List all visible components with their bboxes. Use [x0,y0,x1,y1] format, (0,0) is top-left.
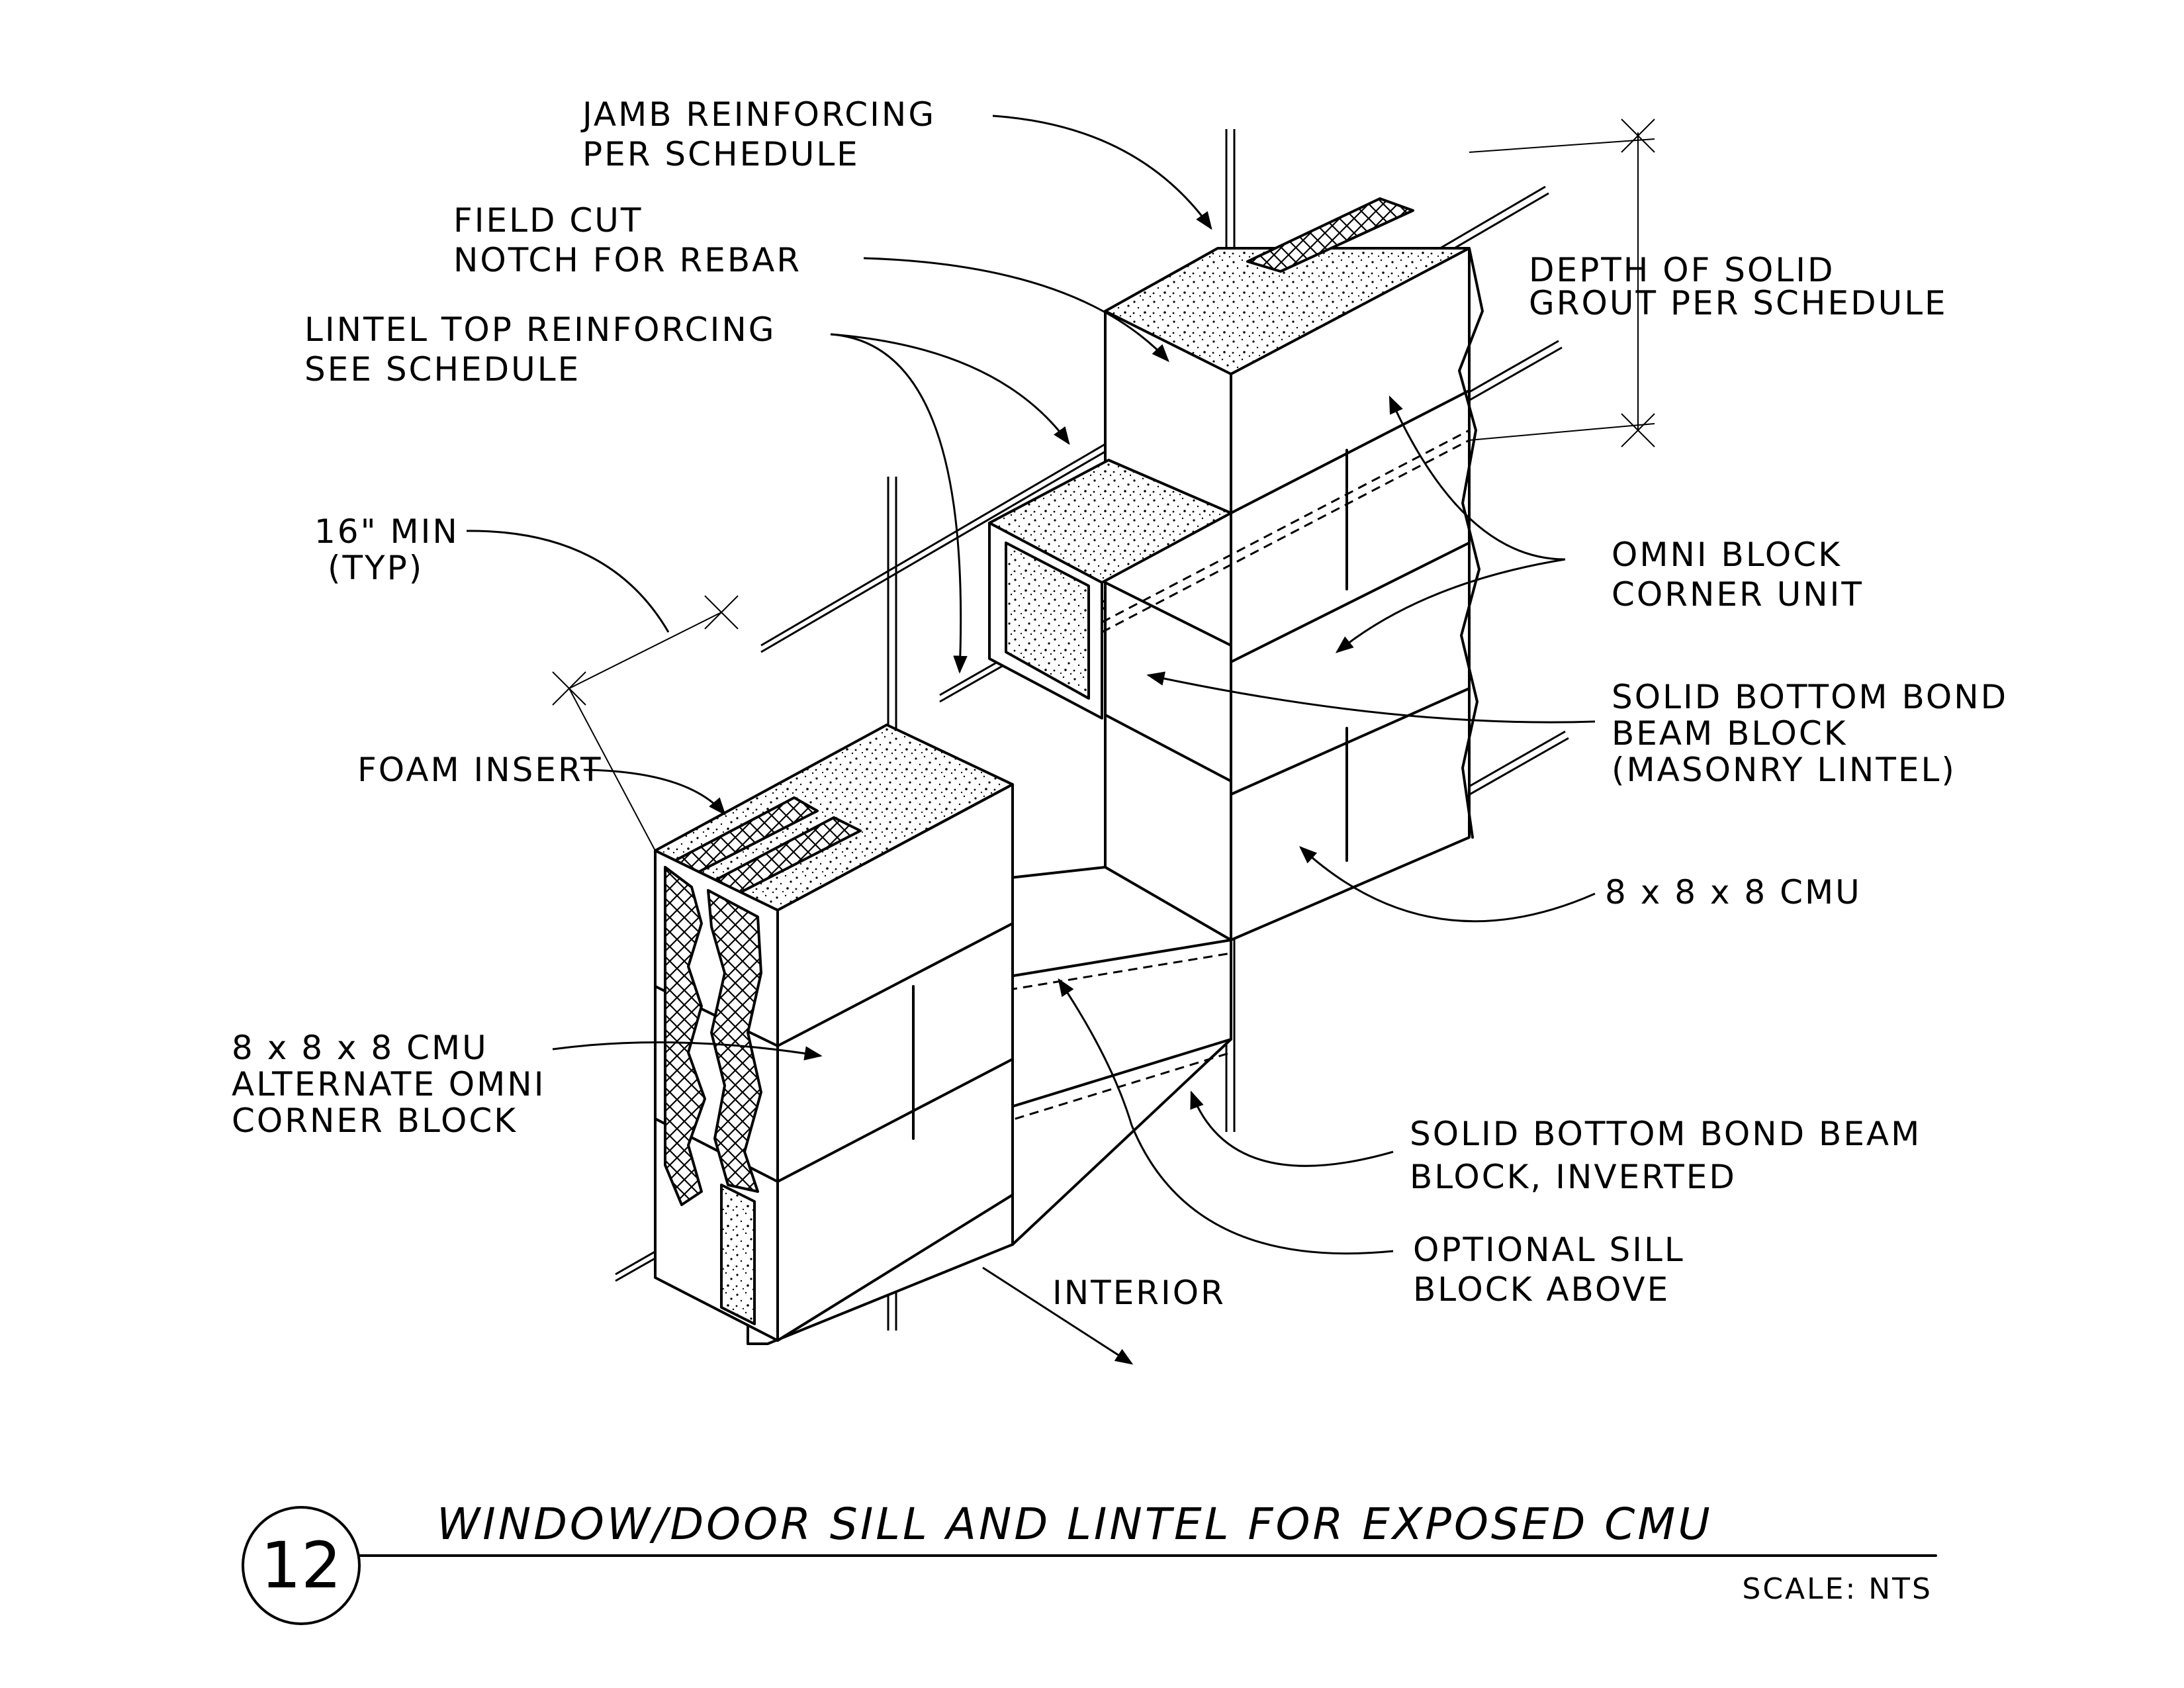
min-length-label: 16" MIN (TYP) [314,512,472,587]
scale-note: SCALE: NTS [1742,1572,1933,1606]
detail-number-circle [242,1506,361,1625]
solid-bottom-bond-beam-block [988,429,1470,720]
omni-block-corner-unit [1104,197,1484,941]
lintel-top-reinforcing-label: LINTEL TOP REINFORCING SEE SCHEDULE [304,310,788,389]
field-cut-notch-label: FIELD CUT NOTCH FOR REBAR [453,201,801,279]
detail-title: WINDOW/DOOR SILL AND LINTEL FOR EXPOSED … [437,1499,1713,1550]
solid-bottom-bond-beam-label: SOLID BOTTOM BOND BEAM BLOCK (MASONRY LI… [1612,678,2021,789]
left-corner-block-stack [654,724,1014,1342]
jamb-reinforcing-label: JAMB REINFORCING PER SCHEDULE [580,95,948,173]
interior-label: INTERIOR [1052,1274,1226,1312]
bond-beam-inverted-label: SOLID BOTTOM BOND BEAM BLOCK, INVERTED [1410,1115,1934,1196]
title-block: 12 WINDOW/DOOR SILL AND LINTEL FOR EXPOS… [242,1499,1937,1625]
cmu-alternate-label: 8 x 8 x 8 CMU ALTERNATE OMNI CORNER BLOC… [232,1029,558,1140]
leaders [466,115,1596,1365]
depth-of-grout-label: DEPTH OF SOLID GROUT PER SCHEDULE [1529,251,1948,322]
depth-dimension [1469,118,1655,447]
detail-number: 12 [261,1528,341,1603]
min-length-dimension [552,595,739,851]
omni-corner-unit-label: OMNI BLOCK CORNER UNIT [1612,536,1864,614]
foam-insert-label: FOAM INSERT [357,751,603,789]
cmu-right-label: 8 x 8 x 8 CMU [1605,873,1862,912]
optional-sill-label: OPTIONAL SILL BLOCK ABOVE [1413,1231,1698,1309]
